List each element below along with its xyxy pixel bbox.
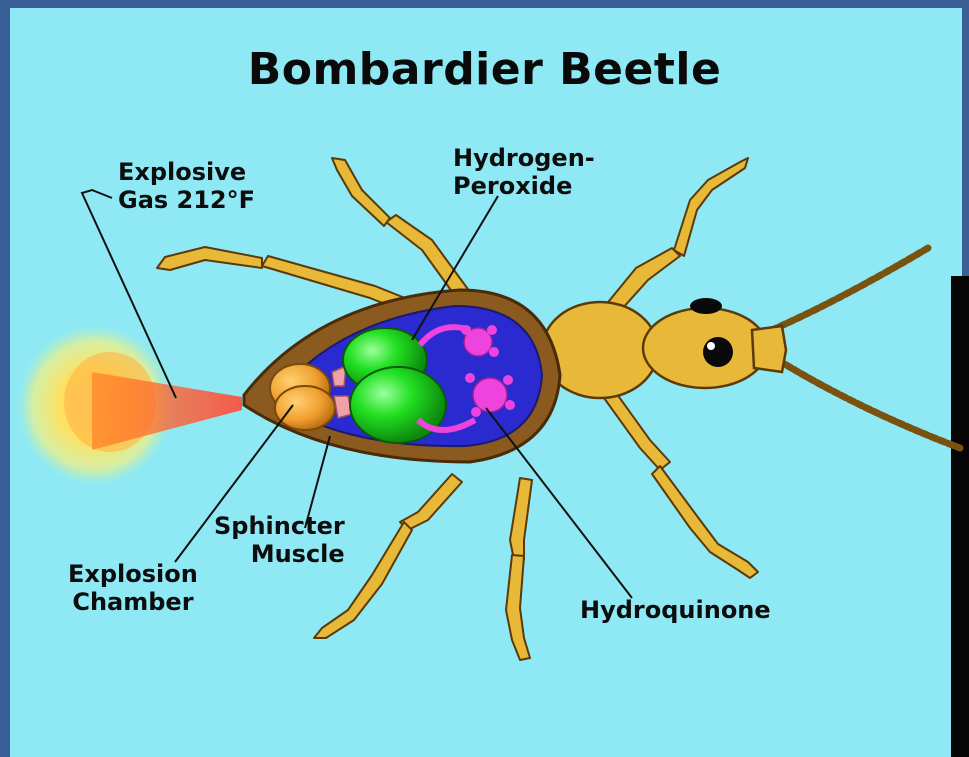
explosion-chamber: [270, 364, 335, 430]
explosive-spray: [17, 325, 242, 485]
diagram-title: Bombardier Beetle: [0, 44, 969, 95]
label-explosive-gas: Explosive Gas 212°F: [118, 158, 255, 215]
beetle-eye: [703, 337, 733, 367]
beetle-antennae: [772, 248, 960, 448]
label-explosion-chamber: Explosion Chamber: [68, 560, 198, 617]
label-sphincter-muscle: Sphincter Muscle: [214, 512, 345, 569]
beetle-dark-spot: [690, 298, 722, 314]
label-hydrogen-peroxide: Hydrogen- Peroxide: [453, 144, 595, 201]
beetle-head-thorax: [542, 302, 786, 398]
label-hydroquinone: Hydroquinone: [580, 596, 771, 624]
